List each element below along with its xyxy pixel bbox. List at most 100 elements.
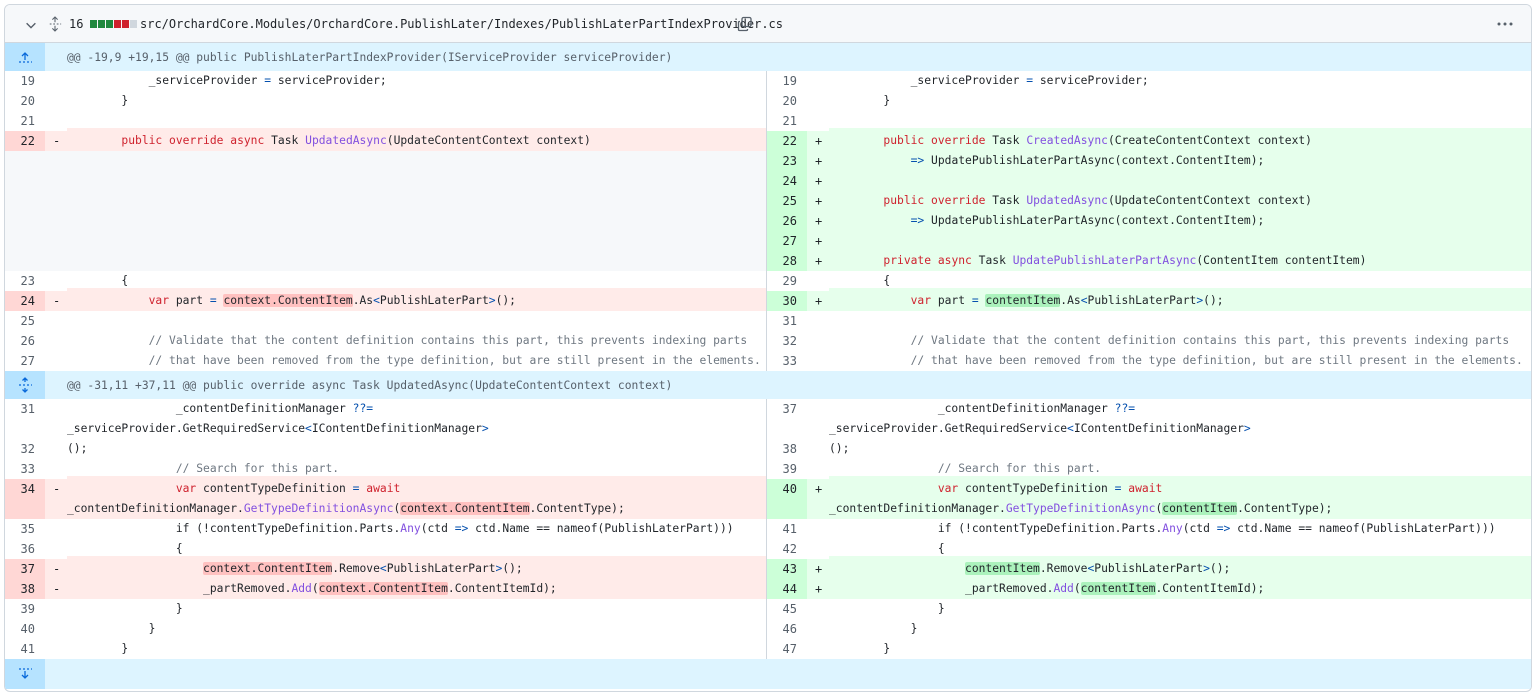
diff-marker: - bbox=[45, 131, 67, 151]
diff-row: 40 } 46 } bbox=[5, 619, 1531, 639]
code-line: // Validate that the content definition … bbox=[910, 334, 1510, 347]
line-number[interactable]: 45 bbox=[782, 602, 797, 616]
line-number[interactable]: 30 bbox=[767, 291, 807, 311]
line-number[interactable]: 34 bbox=[5, 479, 45, 519]
line-number[interactable]: 41 bbox=[20, 642, 35, 656]
code-line-added: contentItem.Remove<PublishLaterPart>(); bbox=[829, 556, 1531, 579]
diff-marker: + bbox=[807, 131, 829, 151]
line-number[interactable]: 22 bbox=[767, 131, 807, 151]
line-number[interactable]: 22 bbox=[5, 131, 45, 151]
line-number[interactable]: 43 bbox=[767, 559, 807, 579]
diff-row: 25+ public override Task UpdatedAsync(Up… bbox=[5, 188, 1531, 211]
line-number[interactable]: 46 bbox=[782, 622, 797, 636]
diffstat-block-added bbox=[98, 20, 105, 28]
line-number[interactable]: 27 bbox=[767, 231, 807, 251]
expand-down-icon[interactable] bbox=[5, 659, 45, 689]
line-number[interactable]: 38 bbox=[782, 442, 797, 456]
code-line: // that have been removed from the type … bbox=[148, 354, 761, 367]
line-number[interactable]: 32 bbox=[20, 442, 35, 456]
line-number[interactable]: 35 bbox=[20, 522, 35, 536]
code-line: { bbox=[67, 542, 183, 555]
line-number[interactable]: 21 bbox=[20, 114, 35, 128]
diffstat-block-neutral bbox=[130, 20, 137, 28]
line-number[interactable]: 23 bbox=[767, 151, 807, 171]
file-path[interactable]: src/OrchardCore.Modules/OrchardCore.Publ… bbox=[140, 17, 783, 31]
unfold-icon[interactable] bbox=[48, 16, 62, 32]
line-number[interactable]: 20 bbox=[20, 94, 35, 108]
code-line-added: => UpdatePublishLaterPartAsync(context.C… bbox=[829, 148, 1531, 171]
line-number[interactable]: 40 bbox=[20, 622, 35, 636]
line-number[interactable]: 24 bbox=[5, 291, 45, 311]
line-number[interactable]: 42 bbox=[782, 542, 797, 556]
diff-row: 41 } 47 } bbox=[5, 639, 1531, 659]
code-line-added: => UpdatePublishLaterPartAsync(context.C… bbox=[829, 208, 1531, 231]
line-number[interactable]: 20 bbox=[782, 94, 797, 108]
diff-row: 28+ private async Task UpdatePublishLate… bbox=[5, 248, 1531, 271]
line-number[interactable]: 23 bbox=[20, 274, 35, 288]
line-number[interactable]: 26 bbox=[767, 211, 807, 231]
code-line-added: public override Task UpdatedAsync(Update… bbox=[829, 188, 1531, 211]
code-line: // that have been removed from the type … bbox=[910, 354, 1523, 367]
code-line-deleted: var part = context.ContentItem.As<Publis… bbox=[67, 288, 766, 311]
diff-row: 27+ bbox=[5, 228, 1531, 251]
hunk-header: @@ -31,11 +37,11 @@ public override asyn… bbox=[5, 371, 1531, 399]
line-number[interactable]: 25 bbox=[767, 191, 807, 211]
code-line: // Validate that the content definition … bbox=[148, 334, 748, 347]
line-number[interactable]: 41 bbox=[782, 522, 797, 536]
line-number[interactable]: 29 bbox=[782, 274, 797, 288]
line-number[interactable]: 36 bbox=[20, 542, 35, 556]
diff-row: 31 _contentDefinitionManager ??= _servic… bbox=[5, 399, 1531, 455]
code-line: _serviceProvider = serviceProvider; bbox=[67, 74, 387, 87]
line-number[interactable]: 39 bbox=[20, 602, 35, 616]
code-line-added bbox=[829, 168, 1531, 191]
line-number[interactable]: 32 bbox=[782, 334, 797, 348]
line-number[interactable]: 39 bbox=[782, 462, 797, 476]
code-line-deleted: context.ContentItem.Remove<PublishLaterP… bbox=[67, 556, 766, 579]
code-line: { bbox=[67, 274, 129, 287]
diff-row: 35 if (!contentTypeDefinition.Parts.Any(… bbox=[5, 519, 1531, 539]
line-number[interactable]: 27 bbox=[20, 354, 35, 368]
line-number[interactable]: 47 bbox=[782, 642, 797, 656]
line-number[interactable]: 26 bbox=[20, 334, 35, 348]
code-line-added: public override Task CreatedAsync(Create… bbox=[829, 128, 1531, 151]
diff-row: 34- var contentTypeDefinition = await _c… bbox=[5, 476, 1531, 519]
line-number[interactable]: 37 bbox=[5, 559, 45, 579]
code-line-added: var part = contentItem.As<PublishLaterPa… bbox=[829, 288, 1531, 311]
line-number[interactable]: 37 bbox=[782, 402, 797, 416]
line-number[interactable]: 19 bbox=[782, 74, 797, 88]
diff-row: 26+ => UpdatePublishLaterPartAsync(conte… bbox=[5, 208, 1531, 231]
chevron-down-icon[interactable] bbox=[24, 18, 38, 32]
diff-row: 20 } 20 } bbox=[5, 91, 1531, 111]
expand-both-icon[interactable] bbox=[5, 371, 45, 399]
diff-row: 21 21 bbox=[5, 111, 1531, 131]
line-number[interactable]: 25 bbox=[20, 314, 35, 328]
code-line-deleted: var contentTypeDefinition = await _conte… bbox=[67, 476, 766, 519]
code-line-added: _partRemoved.Add(contentItem.ContentItem… bbox=[829, 576, 1531, 599]
line-number[interactable]: 21 bbox=[782, 114, 797, 128]
line-number[interactable]: 33 bbox=[20, 462, 35, 476]
line-number[interactable]: 31 bbox=[20, 402, 35, 416]
diffstat-blocks bbox=[90, 20, 137, 28]
diffstat-block-deleted bbox=[114, 20, 121, 28]
code-line-deleted: _partRemoved.Add(context.ContentItem.Con… bbox=[67, 576, 766, 599]
code-line: _contentDefinitionManager ??= _servicePr… bbox=[829, 402, 1251, 455]
code-line-added: var contentTypeDefinition = await _conte… bbox=[829, 476, 1531, 519]
kebab-menu-icon[interactable] bbox=[1496, 16, 1514, 32]
line-number[interactable]: 40 bbox=[767, 479, 807, 519]
line-number[interactable]: 31 bbox=[782, 314, 797, 328]
diff-row: 36 { 42 { bbox=[5, 539, 1531, 559]
diff-row: 38- _partRemoved.Add(context.ContentItem… bbox=[5, 576, 1531, 599]
diff-row: 23+ => UpdatePublishLaterPartAsync(conte… bbox=[5, 148, 1531, 171]
code-line: } bbox=[829, 602, 945, 615]
diff-row: 32 38 bbox=[5, 439, 1531, 459]
line-number[interactable]: 19 bbox=[20, 74, 35, 88]
code-line: } bbox=[67, 602, 183, 615]
line-number[interactable]: 33 bbox=[782, 354, 797, 368]
line-number[interactable]: 28 bbox=[767, 251, 807, 271]
line-number[interactable]: 44 bbox=[767, 579, 807, 599]
expand-up-icon[interactable] bbox=[5, 43, 45, 71]
line-number[interactable]: 38 bbox=[5, 579, 45, 599]
line-number[interactable]: 24 bbox=[767, 171, 807, 191]
code-line-added bbox=[829, 228, 1531, 251]
copy-icon[interactable] bbox=[737, 16, 753, 32]
